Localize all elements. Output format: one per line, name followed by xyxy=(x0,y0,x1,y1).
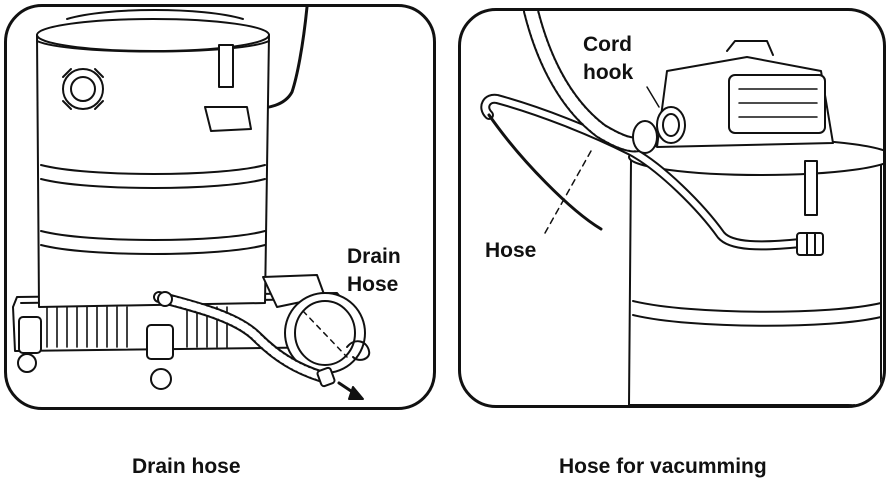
motor-head xyxy=(656,40,834,148)
cord-hook-callout-line1: Cord xyxy=(583,33,632,56)
drain-housing xyxy=(262,274,371,374)
hose-callout: Hose xyxy=(485,239,537,262)
drain-hose-caption: Drain hose xyxy=(132,455,241,478)
vacuum-hose xyxy=(523,11,658,154)
vacuum-hose-caption: Hose for vacumming xyxy=(559,455,767,478)
drain-hose-illustration xyxy=(12,7,371,400)
cord-hook-callout: Cord hook xyxy=(583,31,633,87)
hose-leader-line xyxy=(544,150,592,234)
drain-hose-callout-line2: Hose xyxy=(347,273,399,296)
vacuum-hose-panel: Cord hook Hose xyxy=(458,8,886,408)
drain-hose-panel: Drain Hose xyxy=(4,4,436,410)
drain-direction-arrow xyxy=(337,381,364,400)
drain-hose xyxy=(153,291,336,388)
cord-hook-leader-line xyxy=(646,86,660,108)
drain-hose-callout: Drain Hose xyxy=(347,243,401,299)
vacuum-hose-illustration xyxy=(480,11,883,405)
cord-hook-callout-line2: hook xyxy=(583,61,634,84)
drain-hose-callout-line1: Drain xyxy=(347,245,401,268)
vacuum-tank xyxy=(36,9,270,308)
